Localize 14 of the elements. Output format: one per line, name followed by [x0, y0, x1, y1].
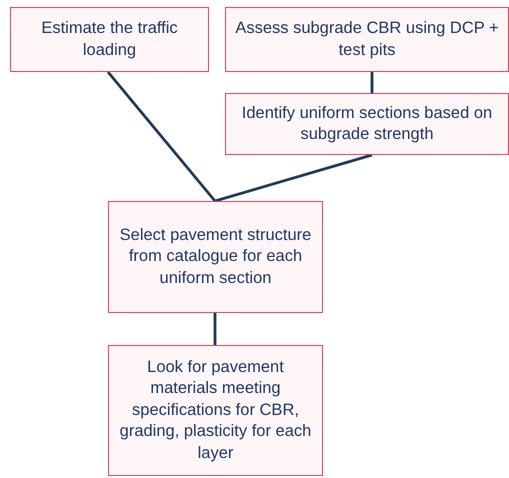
- step-text: Look for pavement materials meeting specifications for CBR, grading, plasticity for each layer: [118, 356, 312, 464]
- step-text: Assess subgrade CBR using DCP + test pits: [234, 18, 500, 60]
- process-box: [225, 93, 509, 155]
- connector-line: [106, 71, 216, 202]
- step-text: Identify uniform sections based on subgrade strength: [240, 102, 494, 145]
- process-box: [108, 345, 323, 476]
- process-box: [108, 201, 323, 313]
- process-box: [225, 7, 509, 72]
- step-text: Select pavement structure from catalogue for each uniform section: [118, 224, 312, 289]
- connector-line: [214, 154, 372, 202]
- connector-line: [214, 313, 216, 345]
- process-box: [10, 7, 209, 72]
- step-text: Estimate the traffic loading: [40, 18, 179, 60]
- connector-line: [370, 72, 374, 93]
